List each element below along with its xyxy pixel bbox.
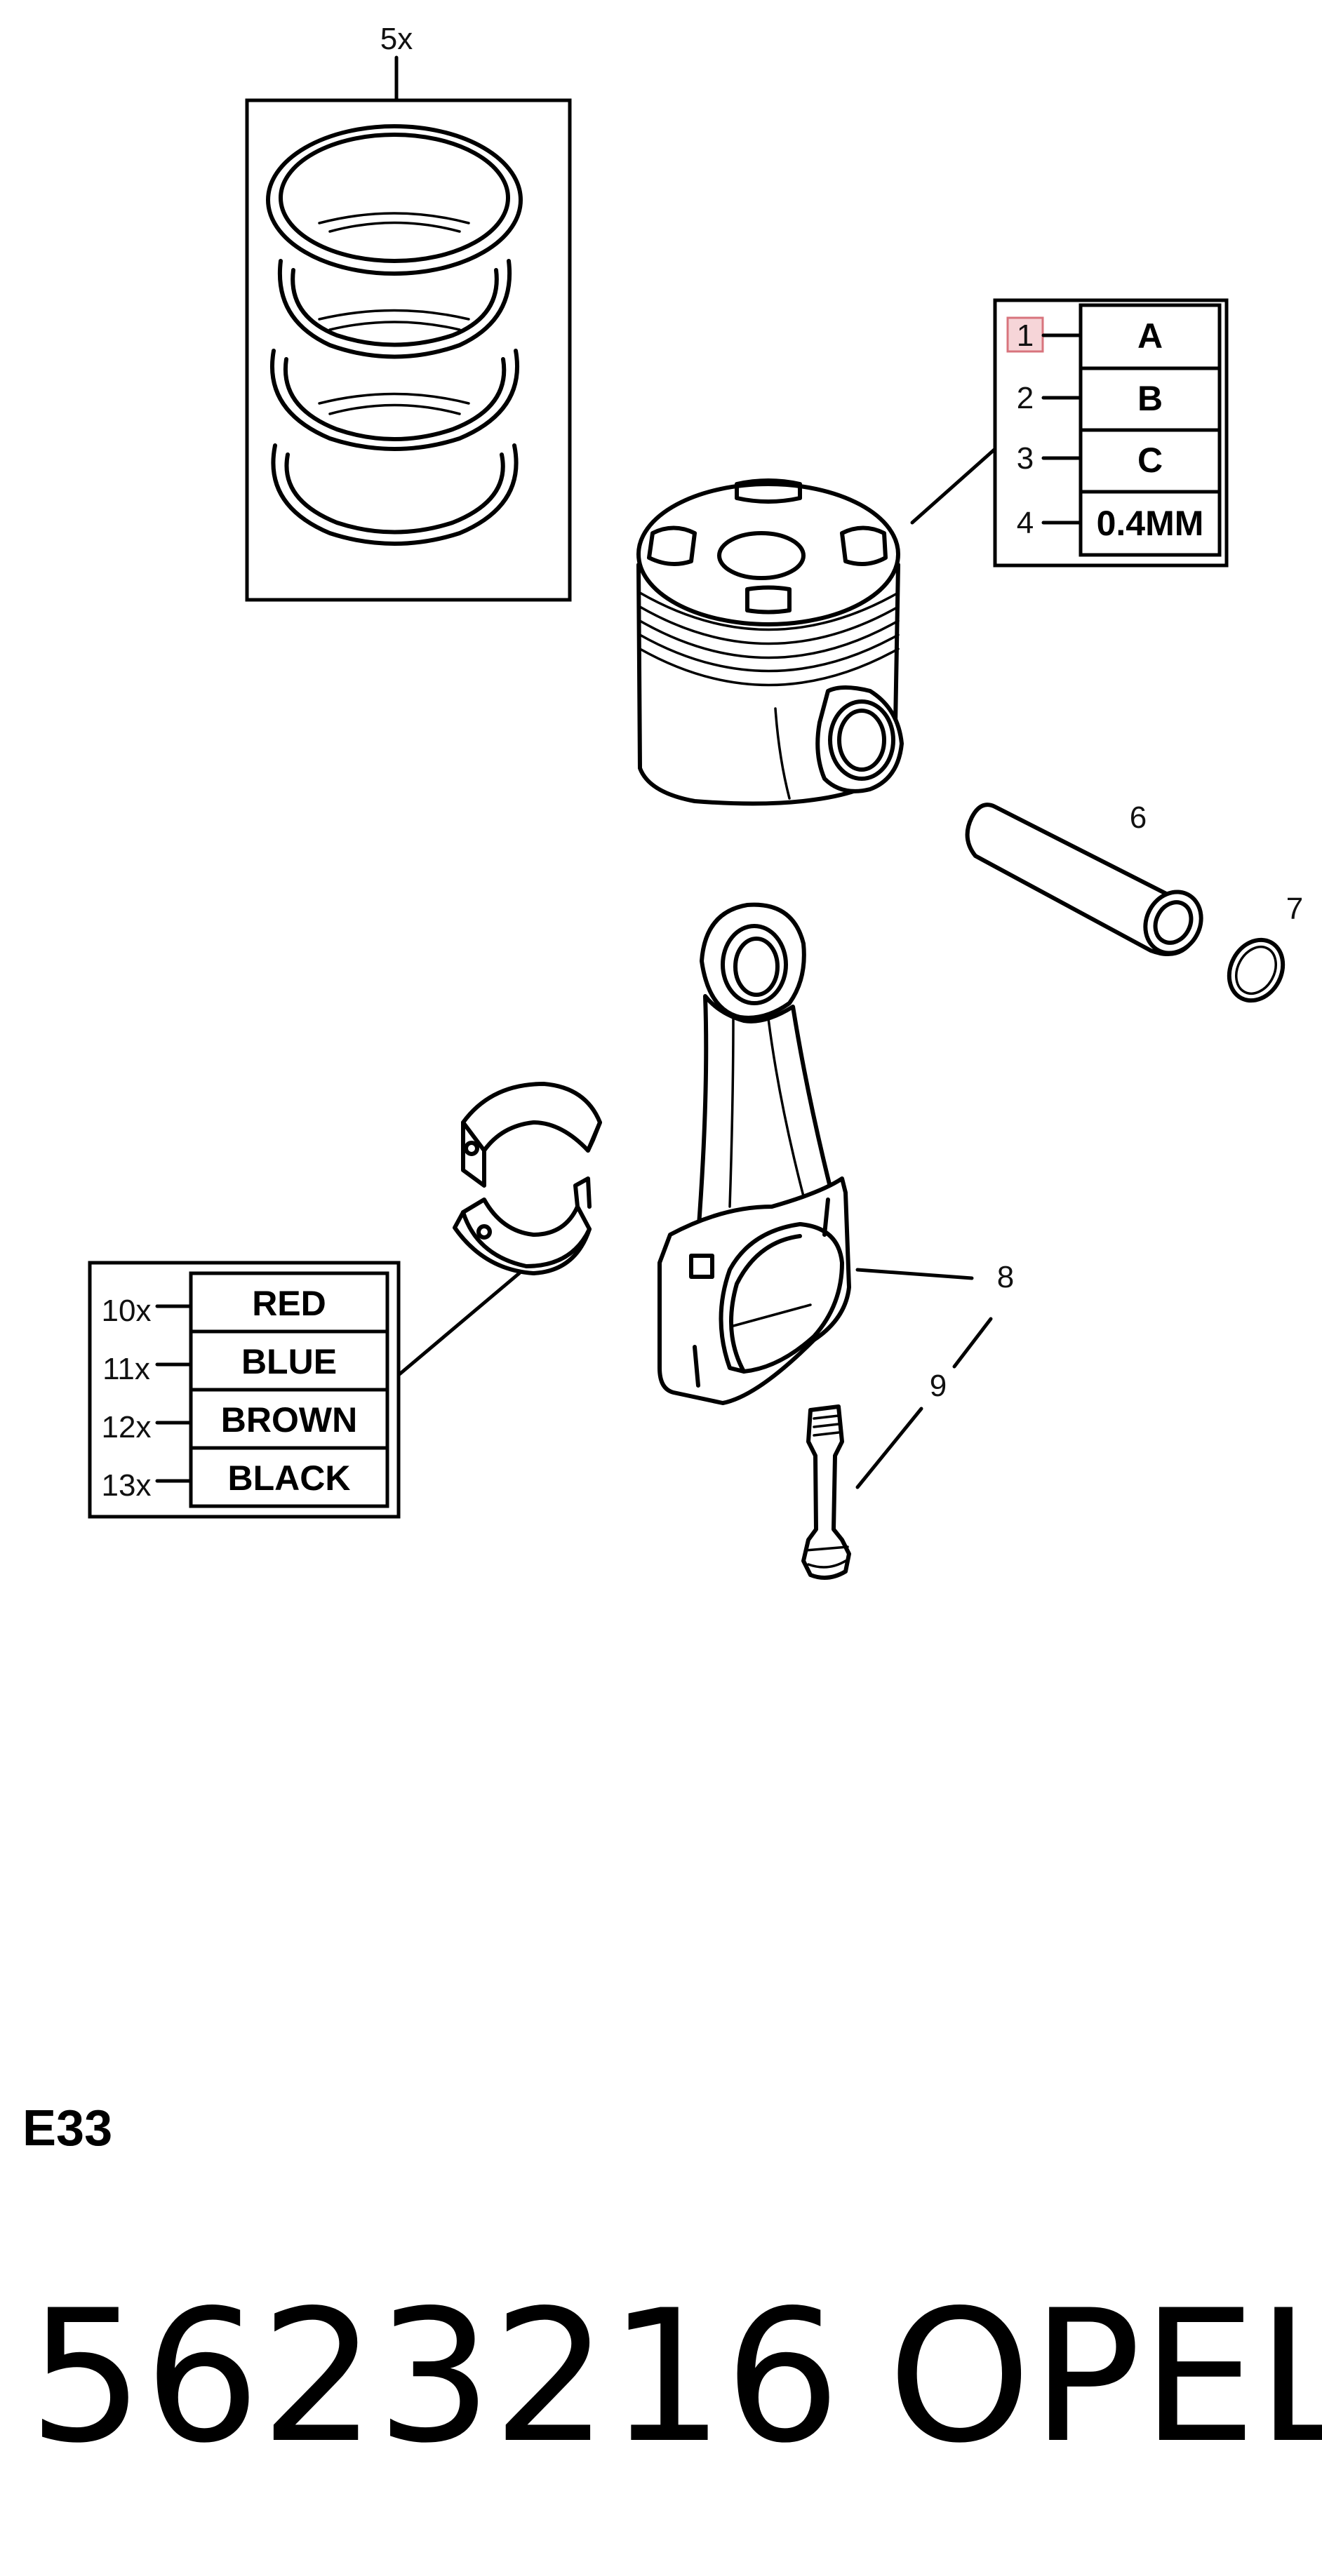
bearing-ref-2: 11x <box>102 1352 150 1386</box>
bearing-cell-red[interactable] <box>189 1271 389 1334</box>
callout-bolt: 9 <box>930 1369 947 1403</box>
bearing-shells-drawing <box>453 1082 602 1275</box>
bearing-color-table: RED BLUE BROWN BLACK 10x 11x 12x 13x <box>88 1261 401 1519</box>
bolt-leader-line-lower <box>855 1407 923 1489</box>
bearing-value-3: BROWN <box>221 1400 357 1440</box>
bearing-ref-4: 13x <box>102 1468 152 1503</box>
grade-cell-c[interactable] <box>1079 428 1222 494</box>
conrod-leader-line <box>855 1268 974 1280</box>
grade-cell-oversize[interactable] <box>1079 490 1222 557</box>
bearing-ref-3: 12x <box>102 1410 152 1444</box>
grade-ref-3: 3 <box>1017 441 1034 476</box>
part-number: 5623216 <box>28 2272 841 2483</box>
callout-circlip: 7 <box>1286 892 1303 926</box>
piston-ring-3 <box>269 349 520 451</box>
grade-ref-1: 1 <box>1017 318 1034 353</box>
bearing-cell-brown[interactable] <box>189 1388 389 1450</box>
piston-leader-line <box>910 447 997 525</box>
rings-frame <box>245 98 572 602</box>
bearing-cell-black[interactable] <box>189 1446 389 1508</box>
rings-qty-label: 5x <box>380 22 413 56</box>
piston-rings-group: 5x <box>245 22 572 602</box>
connecting-rod-drawing: 8 <box>657 902 1014 1405</box>
callout-pin: 6 <box>1130 800 1147 835</box>
piston-grade-table: A B C 0.4MM 1 2 3 4 <box>993 298 1229 568</box>
grade-ref-4: 4 <box>1017 506 1034 540</box>
circlip-drawing: 7 <box>1227 892 1303 1003</box>
bearing-cell-blue[interactable] <box>189 1329 389 1392</box>
grade-value-1: A <box>1137 316 1163 356</box>
piston-ring-4 <box>271 443 519 546</box>
brand-name: OPEL <box>888 2272 1322 2483</box>
bearing-leader-line <box>396 1271 521 1377</box>
grade-value-2: B <box>1137 379 1163 418</box>
grade-value-3: C <box>1137 441 1163 480</box>
grade-value-4: 0.4MM <box>1097 504 1204 543</box>
bolt-leader-line-upper <box>952 1317 993 1369</box>
diagram-code: E33 <box>22 2100 112 2156</box>
piston-ring-2 <box>277 259 512 359</box>
bearing-value-1: RED <box>252 1284 326 1323</box>
grade-cell-b[interactable] <box>1079 366 1222 432</box>
grade-ref-2: 2 <box>1017 381 1034 415</box>
piston-ring-1 <box>266 124 523 276</box>
bearing-ref-1: 10x <box>102 1294 152 1328</box>
piston-drawing <box>636 478 904 806</box>
bolt-drawing: 9 <box>801 1317 993 1580</box>
bearing-value-2: BLUE <box>241 1342 337 1381</box>
grade-cell-a[interactable] <box>1079 303 1222 370</box>
callout-conrod: 8 <box>997 1260 1014 1294</box>
bearing-value-4: BLACK <box>228 1458 351 1498</box>
piston-pin-drawing: 6 <box>965 800 1203 956</box>
ref-1-highlight <box>1006 316 1044 353</box>
